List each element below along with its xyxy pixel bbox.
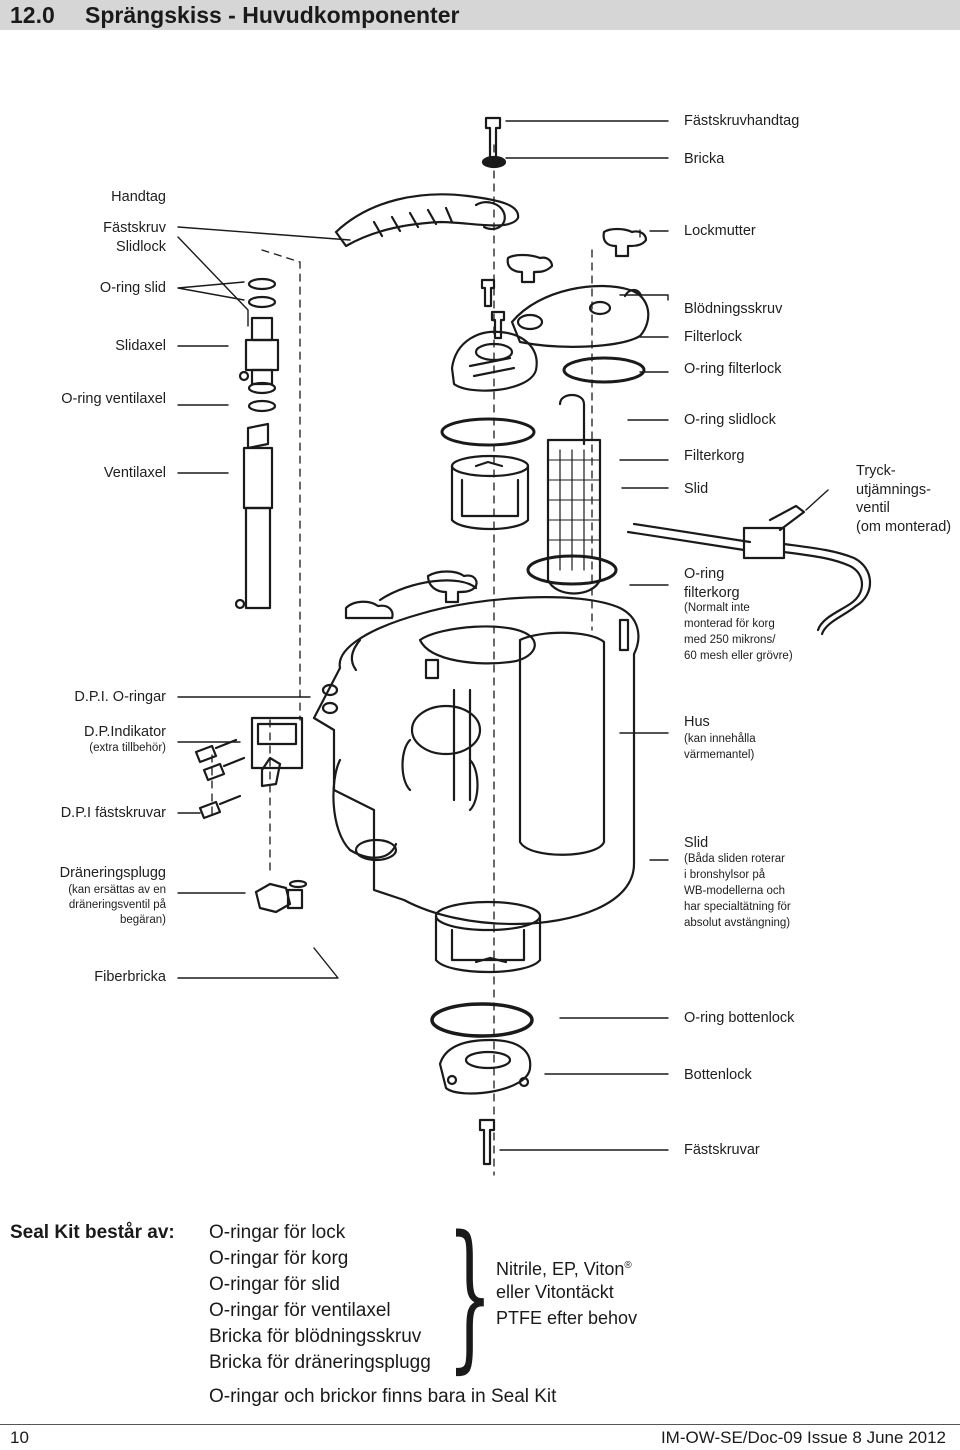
strainer-housing: [312, 570, 640, 926]
label-oring-filterlock: O-ring filterlock: [684, 361, 782, 377]
seal-kit-note: O-ringar och brickor finns bara in Seal …: [209, 1386, 557, 1407]
seal-kit-item: O-ringar för ventilaxel: [209, 1300, 391, 1321]
label-ventilaxel: Ventilaxel: [103, 465, 166, 481]
label-fiberbricka: Fiberbricka: [94, 969, 166, 985]
handle: [334, 193, 520, 248]
label-fastskruv: Fästskruv: [103, 220, 166, 236]
label-slid-lower-note-4: har specialtätning för: [684, 901, 791, 913]
o-rings: [247, 277, 646, 1038]
seal-material-text: Nitrile, EP, Viton: [496, 1259, 625, 1279]
pressure-equalising-valve: [626, 504, 872, 636]
label-handtag: Handtag: [111, 189, 166, 205]
bleed-screws: [480, 278, 506, 340]
label-dpi-oringar: D.P.I. O-ringar: [74, 689, 166, 705]
exploded-view-diagram: [177, 116, 872, 1176]
seal-kit-item: Bricka för dräneringsplugg: [209, 1352, 431, 1373]
seal-kit-item: O-ringar för korg: [209, 1248, 349, 1269]
label-lockmutter: Lockmutter: [684, 223, 756, 239]
label-oring-slidlock: O-ring slidlock: [684, 412, 776, 428]
label-slidaxel: Slidaxel: [115, 338, 166, 354]
label-oring-ventilaxel: O-ring ventilaxel: [61, 391, 166, 407]
bottom-screw: [478, 1118, 496, 1166]
seal-kit-item: O-ringar för slid: [209, 1274, 340, 1295]
label-hus: Hus: [684, 714, 710, 730]
filter-basket: [546, 393, 602, 595]
valve-spindle: [234, 422, 274, 610]
label-tryck-2: utjämnings-: [856, 482, 931, 498]
label-bricka: Bricka: [684, 151, 725, 167]
dp-indicator: [250, 716, 304, 788]
bottom-lid: [438, 1038, 532, 1095]
lock-nut-top-right: [602, 227, 648, 258]
seal-kit-item: Bricka för blödningsskruv: [209, 1326, 422, 1347]
label-oring-filterkorg-1: O-ring: [684, 566, 725, 582]
label-slid-lower-note-2: i bronshylsor på: [684, 869, 766, 881]
label-filterkorg: Filterkorg: [684, 448, 745, 464]
lower-slide: [434, 900, 542, 974]
seal-material-line-2: eller Vitontäckt: [496, 1282, 614, 1302]
label-oring-slid: O-ring slid: [99, 280, 166, 296]
label-draneringsplugg-note-2: dräneringsventil på: [68, 899, 166, 911]
section-number: 12.0: [10, 2, 55, 28]
label-slid-lower: Slid: [684, 835, 709, 851]
slide-lid: [450, 330, 538, 392]
seal-material-line-3: PTFE efter behov: [496, 1308, 638, 1328]
label-tryck-4: (om monterad): [856, 519, 952, 535]
curly-brace: }: [447, 1201, 493, 1388]
label-dpi-fastskruvar: D.P.I fästskruvar: [60, 805, 166, 821]
label-hus-note-2: värmemantel): [684, 749, 755, 761]
label-blodningsskruv: Blödningsskruv: [684, 301, 783, 317]
label-oring-filterkorg-note-2: monterad för korg: [684, 618, 775, 630]
drain-plug: [254, 879, 308, 914]
lock-nut-top-left: [506, 253, 554, 284]
label-slid-lower-note-5: absolut avstängning): [684, 917, 791, 929]
label-draneringsplugg-note-1: (kan ersättas av en: [68, 884, 166, 896]
label-dp-indikator: D.P.Indikator: [84, 724, 166, 740]
leader-lines-right: [499, 120, 829, 1151]
handle-screw: [481, 116, 507, 169]
label-oring-bottenlock: O-ring bottenlock: [684, 1010, 795, 1026]
label-oring-filterkorg-note-4: 60 mesh eller grövre): [684, 650, 793, 662]
registered-mark: ®: [624, 1260, 632, 1271]
label-oring-filterkorg-2: filterkorg: [684, 585, 740, 601]
document-reference: IM-OW-SE/Doc-09 Issue 8 June 2012: [660, 1428, 946, 1447]
dpi-screws: [194, 738, 246, 820]
leader-lines-left: [177, 226, 351, 979]
label-dp-indikator-note: (extra tillbehör): [89, 742, 166, 754]
label-slid-lower-note-1: (Båda sliden roterar: [684, 853, 785, 865]
slide-spindle: [238, 316, 280, 386]
footer-rule: [0, 1424, 960, 1425]
label-fastskruvar: Fästskruvar: [684, 1142, 760, 1158]
page-number: 10: [10, 1428, 29, 1447]
label-draneringsplugg: Dräneringsplugg: [59, 865, 166, 881]
label-filterlock: Filterlock: [684, 329, 743, 345]
label-oring-filterkorg-note-3: med 250 mikrons/: [684, 634, 776, 646]
label-fastskruvhandtag: Fästskruvhandtag: [684, 113, 800, 129]
section-title-bar: 12.0 Sprängskiss - Huvudkomponenter: [0, 0, 960, 30]
label-bottenlock: Bottenlock: [684, 1067, 752, 1083]
filter-lid: [510, 284, 650, 348]
page-title: Sprängskiss - Huvudkomponenter: [85, 2, 460, 28]
seal-kit-heading: Seal Kit består av:: [10, 1222, 175, 1243]
label-hus-note-1: (kan innehålla: [684, 733, 756, 745]
label-slid-lower-note-3: WB-modellerna och: [684, 885, 785, 897]
label-draneringsplugg-note-3: begäran): [119, 914, 166, 926]
label-slidlock: Slidlock: [116, 239, 166, 255]
label-oring-filterkorg-note-1: (Normalt inte: [684, 602, 750, 614]
upper-slide: [450, 454, 530, 531]
label-tryck-1: Tryck-: [856, 463, 896, 479]
seal-material-line-1: Nitrile, EP, Viton®: [496, 1253, 632, 1282]
label-tryck-3: ventil: [856, 500, 890, 516]
seal-kit-item: O-ringar för lock: [209, 1222, 346, 1243]
label-slid: Slid: [684, 481, 709, 497]
